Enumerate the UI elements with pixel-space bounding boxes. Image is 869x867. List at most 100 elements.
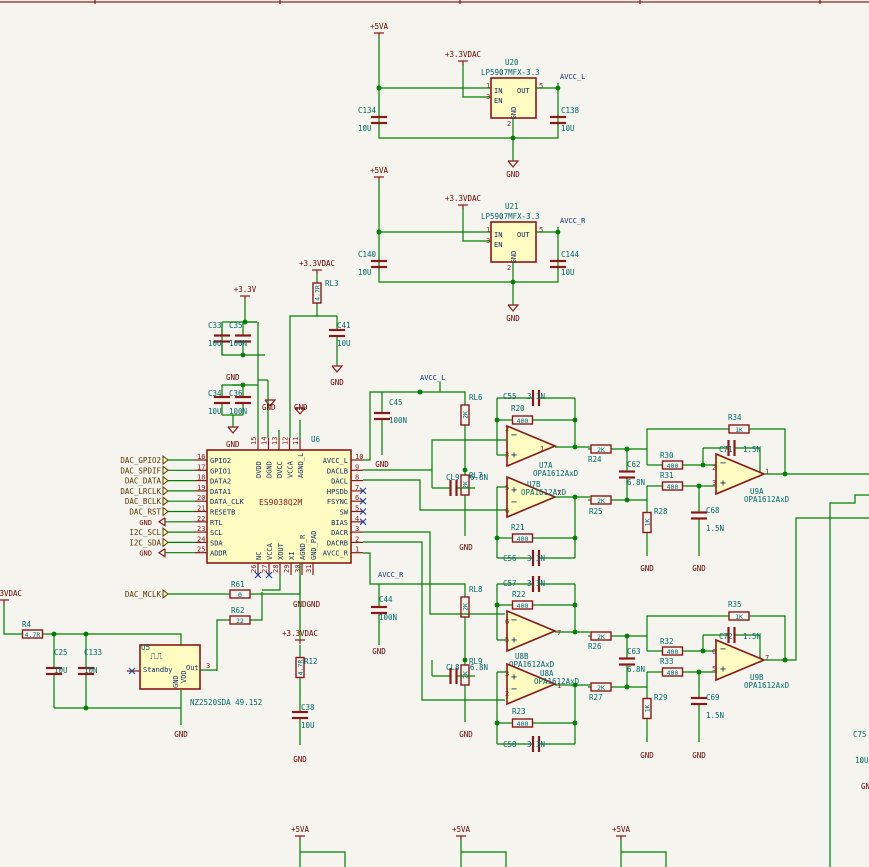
power-label: +3.3VDAC [299, 259, 335, 268]
cap-ref: C56 [503, 554, 517, 563]
power-label: +3.3VDAC [445, 194, 481, 203]
pin-number: 3 [505, 451, 509, 459]
resistor-ref: R31 [660, 471, 674, 480]
resistor-ref: R33 [660, 657, 674, 666]
pin-number: 20 [197, 494, 205, 502]
pin-number: 9 [355, 463, 359, 471]
ground-symbol [507, 304, 520, 312]
regulator-pin: OUT [517, 87, 530, 95]
cap-ref: C138 [561, 106, 580, 115]
cap-ref: C69 [706, 693, 720, 702]
regulator-pin: GND [510, 251, 518, 264]
ground-label: GND [330, 378, 344, 387]
power-label: +5VA [291, 825, 310, 834]
regulator-pin: GND [510, 107, 518, 120]
cap-ref: C71 [719, 445, 733, 454]
power-label: +5VA [370, 166, 389, 175]
resistor-ref: RL9 [469, 657, 483, 666]
pin-number: 2 [355, 535, 359, 543]
pin-number: 7 [765, 654, 769, 662]
cap-ref: CL8 [446, 663, 460, 672]
opamp-part: OPA1612AxD [744, 495, 790, 504]
net-flag [162, 527, 169, 538]
pin-number: 2 [505, 425, 509, 433]
dac-pin-name: XI [288, 552, 296, 560]
ground-symbol [507, 160, 520, 168]
ground-label: GND [294, 403, 308, 412]
junction-dot [624, 446, 630, 452]
junction-dot [376, 85, 382, 91]
pin-number: 6 [505, 507, 509, 515]
cap-value: 3.3N [527, 740, 545, 749]
resistor-value: 2K [462, 481, 470, 489]
osc-part: NZ2520SDA 49.152 [190, 698, 262, 707]
junction-dot [572, 494, 578, 500]
opamp-plus: + [720, 478, 726, 489]
net-flag [162, 496, 169, 507]
resistor-ref: R30 [660, 451, 674, 460]
opamp-plus: + [511, 450, 517, 461]
junction-dot [240, 382, 246, 388]
opamp-minus: − [511, 684, 517, 695]
junction-dot [555, 85, 561, 91]
dac-pin-name: DVDD [255, 461, 263, 478]
dac-pin-name: DGND [266, 461, 274, 478]
wire [216, 619, 225, 671]
resistor-value: 4.7R [25, 631, 41, 639]
opamp-minus: − [720, 458, 726, 469]
regulator-body [490, 221, 537, 263]
wire [363, 439, 505, 471]
dac-pin-name: DACLB [327, 467, 348, 475]
wire [262, 575, 281, 591]
cap-value: 1.5N [743, 632, 761, 641]
junction-dot [572, 720, 578, 726]
opamp-body [506, 609, 558, 653]
cap-ref: C45 [389, 398, 403, 407]
pin-number: 2 [507, 120, 511, 128]
cap-value: 6.8N [627, 665, 645, 674]
wire [289, 312, 318, 438]
power-label: +5VA [452, 825, 471, 834]
resistor-body [590, 631, 612, 641]
pin-number: 7 [557, 629, 561, 637]
dac-net-label: I2C_SCL [129, 528, 161, 537]
no-connect [359, 508, 367, 515]
opamp-ref: U9A [750, 487, 764, 496]
resistor-value: 400 [517, 602, 529, 610]
opamp-part: OPA1612AxD [533, 469, 579, 478]
cap-value: 100N [229, 339, 247, 348]
pin-number: 28 [272, 565, 280, 573]
junction-dot [700, 462, 706, 468]
resistor-ref: RL6 [469, 393, 483, 402]
cap-ref: C72 [719, 632, 733, 641]
ground-label: GND [226, 440, 240, 449]
ground-label: GND [506, 314, 520, 323]
regulator-ref: U20 [505, 58, 519, 67]
dac-net-label: DAC_SPDIF [120, 466, 161, 475]
pin-number: 3 [712, 479, 716, 487]
pin-number: 4 [355, 515, 359, 523]
pin-number: 5 [539, 82, 543, 90]
pin-number: 5 [355, 505, 359, 513]
ground-label: GND [262, 403, 276, 412]
ground-label: GND [375, 460, 389, 469]
opamp-ref: U8B [515, 652, 529, 661]
cap-value: 100N [389, 416, 407, 425]
oscillator-body [139, 644, 201, 690]
cap-value: 6.8N [627, 478, 645, 487]
wire [300, 851, 346, 867]
pin-number: 18 [197, 474, 205, 482]
regulator-pin: OUT [517, 231, 530, 239]
pin-number: 10 [355, 453, 363, 461]
dac-pin-name: GND_PAD [310, 530, 318, 560]
ground-label: GND [506, 170, 520, 179]
pin-number: 2 [712, 464, 716, 472]
opamp-minus: − [511, 430, 517, 441]
osc-pin: GND [172, 675, 180, 688]
resistor-ref: R35 [728, 600, 742, 609]
wire [646, 615, 718, 636]
ground-label: GND [861, 782, 869, 791]
opamp-part: OPA1612AxD [509, 660, 555, 669]
dac-net-label: DAC_RST [129, 508, 161, 517]
